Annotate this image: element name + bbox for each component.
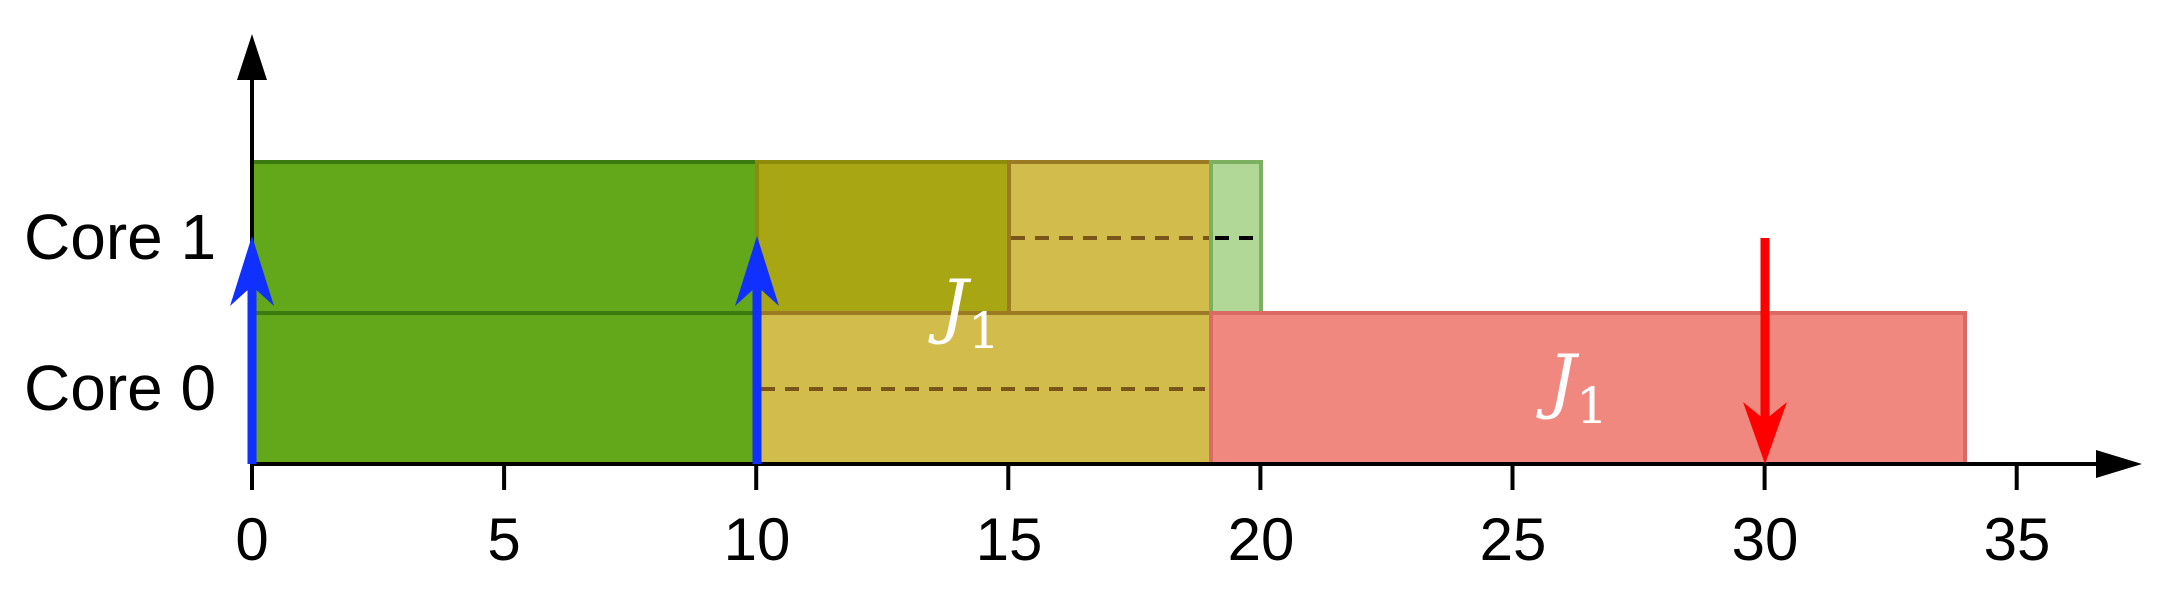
dashed-lines xyxy=(761,236,1261,391)
x-axis-arrowhead xyxy=(2096,450,2142,478)
x-tick-label: 15 xyxy=(976,506,1043,573)
job-label-subscript: 1 xyxy=(1576,377,1608,435)
x-tick-label: 30 xyxy=(1732,506,1799,573)
release-arrow-icon xyxy=(230,236,274,464)
x-tick-label: 5 xyxy=(487,506,520,573)
deadline-arrow-icon xyxy=(1743,238,1787,464)
x-tick-label: 10 xyxy=(724,506,791,573)
x-tick-label: 0 xyxy=(235,506,268,573)
x-tick-labels: 0 5 10 15 20 25 30 35 xyxy=(235,506,2050,573)
bars-group xyxy=(250,160,1967,466)
x-tick-marks xyxy=(250,464,2019,490)
row-labels: Core 1 Core 0 xyxy=(24,201,216,424)
core1-bar-green xyxy=(250,160,759,315)
y-axis-arrowhead xyxy=(237,34,267,80)
row-label-core-0: Core 0 xyxy=(24,352,216,424)
x-tick-label: 20 xyxy=(1228,506,1295,573)
core1-bar-olive xyxy=(755,160,1011,315)
x-tick-label: 25 xyxy=(1480,506,1547,573)
x-tick-label: 35 xyxy=(1984,506,2051,573)
core0-bar-green xyxy=(250,311,759,466)
row-label-core-1: Core 1 xyxy=(24,201,216,273)
release-arrows xyxy=(230,236,779,464)
release-arrow-icon xyxy=(735,236,779,464)
core0-bar-red xyxy=(1209,311,1967,466)
job-label-subscript: 1 xyxy=(968,302,1000,360)
